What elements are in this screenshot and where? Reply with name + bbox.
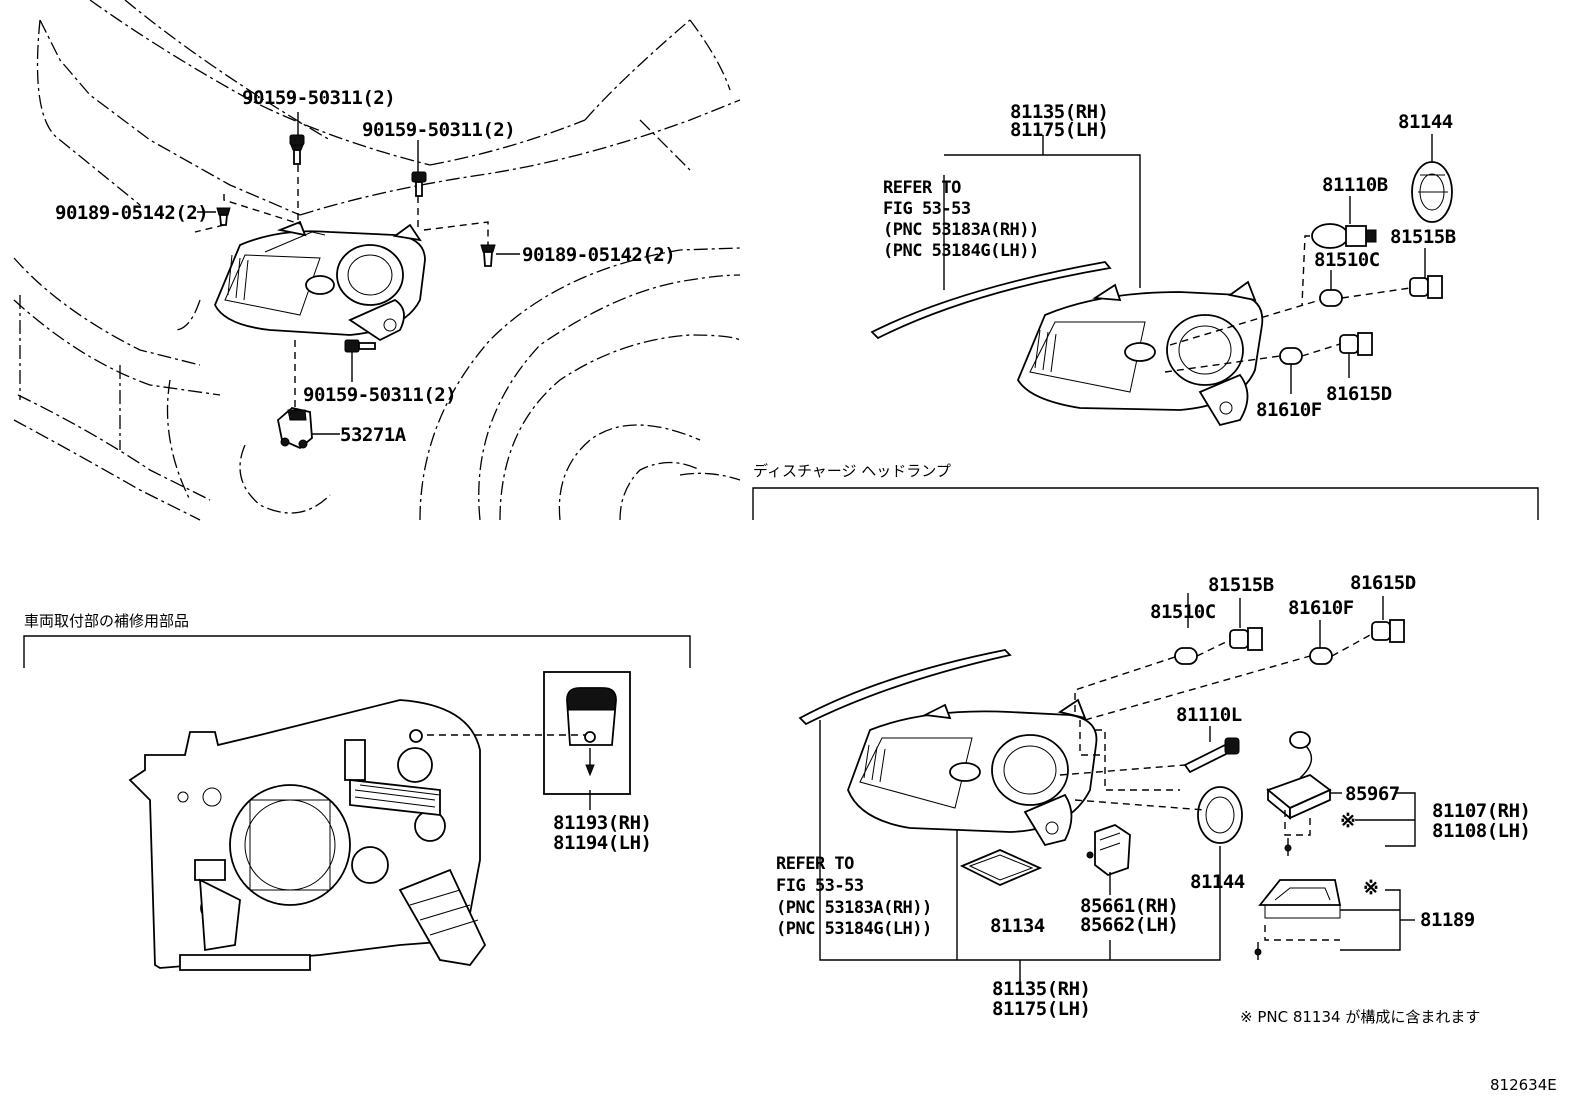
ballast-icon	[1266, 731, 1332, 856]
actuator-icon	[1086, 824, 1131, 877]
bulb-f-icon-discharge	[1309, 647, 1333, 665]
figure-code: 812634E	[1490, 1076, 1557, 1094]
repair-parts-section: 車両取付部の補修用部品	[23, 612, 691, 971]
label-halogen-refer-4: (PNC 53184G(LH))	[883, 241, 1039, 261]
section-title-repair: 車両取付部の補修用部品	[24, 612, 189, 630]
label-discharge-assembly-lh: 81175(LH)	[992, 998, 1090, 1020]
bulb-f-icon	[1279, 347, 1303, 365]
gasket-icon	[959, 849, 1043, 886]
cap-icon	[1411, 161, 1453, 223]
label-halogen-socket-b: 81515B	[1390, 226, 1456, 248]
label-discharge-mark-ballast: ※	[1340, 810, 1355, 832]
clip-icon-left	[216, 207, 231, 226]
label-clip-left: 90189-05142(2)	[55, 202, 208, 224]
bolt-icon-top-b	[411, 171, 427, 197]
bolt-icon-top-a	[289, 134, 305, 165]
vehicle-view: 90159-50311(2) 90159-50311(2) 90189-0514…	[13, 0, 741, 521]
bulb-c-icon	[1319, 289, 1343, 307]
label-discharge-refer-4: (PNC 53184G(LH))	[776, 919, 932, 939]
label-clip-right: 90189-05142(2)	[522, 244, 675, 266]
halogen-headlamp-view: 81135(RH) 81175(LH) REFER TO FIG 53-53 (…	[870, 101, 1456, 427]
label-discharge-socket-b: 81515B	[1208, 574, 1274, 596]
label-halogen-socket-d: 81615D	[1326, 383, 1392, 405]
label-discharge-actuator-rh: 85661(RH)	[1080, 895, 1178, 917]
label-discharge-bulb-f: 81610F	[1288, 597, 1354, 619]
headlamp-vehicle	[214, 220, 426, 342]
socket-b-icon-discharge	[1229, 627, 1263, 651]
label-bolt-top-b: 90159-50311(2)	[362, 119, 515, 141]
discharge-headlamp-icon	[847, 698, 1098, 847]
cap-icon-discharge	[1197, 786, 1243, 844]
label-discharge-assy-rh: 81107(RH)	[1432, 800, 1530, 822]
discharge-leaders	[819, 593, 1416, 985]
headlamp-rear-icon	[128, 699, 487, 971]
label-discharge-assy-lh: 81108(LH)	[1432, 820, 1530, 842]
label-halogen-bulb: 81110B	[1322, 174, 1388, 196]
label-discharge-refer-1: REFER TO	[776, 854, 854, 874]
label-halogen-assembly-rh: 81135(RH)	[1010, 101, 1108, 123]
label-discharge-cover: 81189	[1420, 909, 1475, 931]
socket-b-icon	[1409, 275, 1443, 299]
bulb-c-icon-discharge	[1174, 647, 1198, 665]
label-halogen-bulb-f: 81610F	[1256, 399, 1322, 421]
clip-icon-right	[480, 244, 496, 267]
label-bracket: 53271A	[340, 424, 407, 446]
section-title-discharge: ディスチャージ ヘッドランプ	[753, 462, 951, 480]
trim-strip	[870, 261, 1112, 340]
label-halogen-bulb-c: 81510C	[1314, 249, 1380, 271]
vehicle-body-outline	[13, 0, 741, 521]
label-repair-tab-rh: 81193(RH)	[553, 812, 651, 834]
label-discharge-socket-d: 81615D	[1350, 572, 1416, 594]
label-discharge-ballast: 85967	[1345, 783, 1400, 805]
label-discharge-bulb-c: 81510C	[1150, 601, 1216, 623]
label-bolt-top-a: 90159-50311(2)	[242, 87, 395, 109]
label-discharge-assembly-rh: 81135(RH)	[992, 978, 1090, 1000]
label-discharge-refer-3: (PNC 53183A(RH))	[776, 898, 932, 918]
label-discharge-refer-2: FIG 53-53	[776, 876, 864, 896]
socket-d-icon-discharge	[1371, 619, 1405, 643]
label-discharge-cap: 81144	[1190, 871, 1245, 893]
label-discharge-gasket: 81134	[990, 915, 1045, 937]
label-discharge-mark-cover: ※	[1363, 877, 1378, 899]
cover-icon	[1254, 879, 1342, 960]
headlamp-assembly-icon	[1016, 280, 1264, 427]
socket-d-icon	[1339, 332, 1373, 356]
footnote: ※ PNC 81134 が構成に含まれます	[1240, 1008, 1480, 1026]
label-halogen-refer-1: REFER TO	[883, 178, 961, 198]
label-repair-tab-lh: 81194(LH)	[553, 832, 651, 854]
trim-strip-discharge	[798, 649, 1012, 726]
label-bolt-bottom: 90159-50311(2)	[303, 384, 456, 406]
discharge-section: ディスチャージ ヘッドランプ	[752, 462, 1539, 1026]
label-halogen-refer-2: FIG 53-53	[883, 199, 971, 219]
headlamp-bulb-icon	[1311, 223, 1377, 249]
bolt-icon-bottom	[344, 339, 376, 353]
bracket-icon	[277, 407, 313, 450]
label-halogen-refer-3: (PNC 53183A(RH))	[883, 220, 1039, 240]
hid-bulb-icon	[1183, 737, 1240, 774]
label-discharge-bulb-l: 81110L	[1176, 704, 1242, 726]
label-halogen-cap: 81144	[1398, 111, 1453, 133]
repair-tab-panel	[427, 671, 631, 810]
vehicle-leaders	[194, 112, 520, 435]
label-discharge-actuator-lh: 85662(LH)	[1080, 914, 1178, 936]
label-halogen-assembly-lh: 81175(LH)	[1010, 119, 1108, 141]
